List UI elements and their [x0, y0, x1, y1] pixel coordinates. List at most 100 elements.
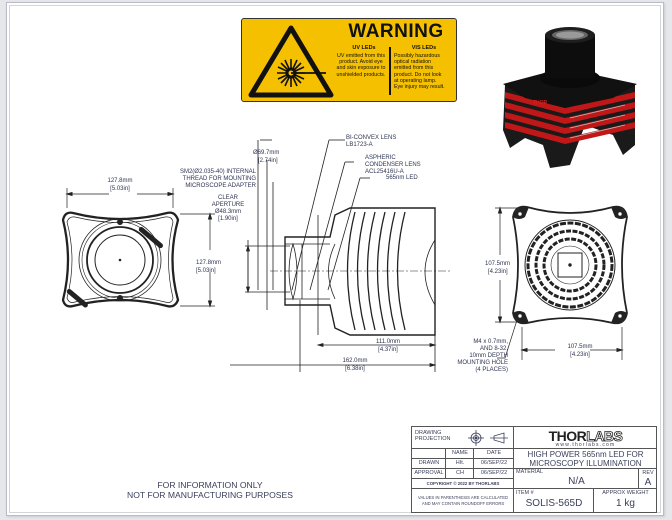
outer-diameter-mm: Ø69.7mm [253, 150, 280, 156]
copyright: COPYRIGHT © 2022 BY THORLABS [426, 481, 500, 486]
front-view-drawing [61, 188, 215, 308]
projection-cell: DRAWING PROJECTION [412, 427, 514, 449]
disclaimer-line: AND MAY CONTAIN ROUNDOFF ERRORS [421, 500, 505, 506]
callout-line: ASPHERIC [365, 155, 396, 161]
product-description: HIGH POWER 565nm LED FOR MICROSCOPY ILLU… [514, 450, 657, 468]
thorlabs-logo: THORLABS [514, 428, 657, 445]
front-width-mm: 127.8mm [107, 178, 133, 184]
description-line: HIGH POWER 565nm LED FOR [527, 450, 644, 459]
disclaimer: VALUES IN PARENTHESIS ARE CALCULATED AND… [412, 495, 514, 506]
date-header: DATE [486, 450, 502, 456]
callout-line: LB1723-A [346, 142, 373, 148]
front-height-in: [5.03in] [196, 268, 216, 274]
thread-callout: SM2(Ø2.035-40) INTERNAL THREAD FOR MOUNT… [158, 169, 256, 190]
approval-date-cell: 06/SEP/22 [474, 469, 514, 479]
mounting-hole-note: M4 x 0.7mm, AND 8-32, 10mm DEPTH MOUNTIN… [448, 339, 508, 374]
label-line: DRAWING [415, 430, 442, 436]
laser-radiation-hazard-icon [248, 25, 334, 98]
vis-text-line: product. Do not look [394, 71, 442, 78]
name-header-cell: NAME [446, 449, 474, 459]
vis-heading: VIS LEDs [411, 45, 437, 51]
vis-text-line: optical radiation [394, 59, 432, 66]
copyright-cell: COPYRIGHT © 2022 BY THORLABS [412, 479, 514, 489]
note-line: NOT FOR MANUFACTURING PURPOSES [127, 490, 293, 500]
brand-cell: THORLABS www.thorlabs.com [514, 427, 657, 449]
led-callout: 565nm LED [386, 175, 418, 181]
length2-in: [6.38in] [345, 366, 365, 372]
note-line: 10mm DEPTH [469, 353, 508, 359]
uv-text: UV emitted from this product. Avoid eye … [334, 53, 388, 78]
callout-line: THREAD FOR MOUNTING [182, 176, 256, 182]
item-cell: ITEM # SOLIS-565D [514, 489, 594, 513]
uv-text-line: unshielded products. [336, 71, 386, 78]
title-block: DRAWING PROJECTION NAME DATE DRAWN HIt. … [411, 426, 657, 513]
third-angle-projection-icon [468, 430, 508, 446]
vis-text-line: Possibly hazardous [394, 53, 440, 59]
uv-text-line: UV emitted from this [337, 53, 385, 59]
vis-text: Possibly hazardous optical radiation emi… [394, 53, 456, 90]
weight-value: 1 kg [616, 498, 635, 509]
note-line: M4 x 0.7mm, [473, 339, 508, 345]
disclaimer-line: VALUES IN PARENTHESIS ARE CALCULATED [417, 495, 509, 500]
approval-label: APPROVAL [414, 470, 444, 476]
approval-date: 06/SEP/22 [480, 470, 508, 476]
drawn-label: DRAWN [418, 460, 440, 466]
callout-line: SM2(Ø2.035-40) INTERNAL [179, 169, 256, 175]
blank-header-cell [412, 449, 446, 459]
back-height-in: [4.23in] [488, 269, 508, 275]
weight-cell: APPROX WEIGHT 1 kg [594, 489, 657, 513]
name-header: NAME [452, 450, 468, 456]
callout-line: APERTURE [211, 202, 245, 208]
projection-label: DRAWING PROJECTION [415, 430, 450, 442]
callout-line: ACL25416U-A [365, 169, 404, 175]
drawn-date: 06/SEP/22 [480, 460, 508, 466]
approval-name-cell: CH [446, 469, 474, 479]
svg-text:THOR: THOR [533, 100, 548, 106]
biconvex-lens-callout: BI-CONVEX LENS LB1723-A [346, 135, 396, 149]
warning-label: WARNING UV LEDs UV emitted from this pro… [241, 18, 457, 102]
approval-label-cell: APPROVAL [412, 469, 446, 479]
item-value: SOLIS-565D [525, 498, 583, 509]
drawn-label-cell: DRAWN [412, 459, 446, 469]
back-height-mm: 107.5mm [485, 261, 511, 267]
length1-mm: 111.0mm [375, 339, 401, 345]
description-line: MICROSCOPY ILLUMINATION [529, 459, 642, 468]
note-line: AND 8-32, [479, 346, 508, 352]
drawn-name: HIt. [455, 460, 465, 466]
drawing-border [9, 5, 661, 513]
vis-text-line: Eye injury may result. [394, 84, 445, 91]
information-only-note: FOR INFORMATION ONLY NOT FOR MANUFACTURI… [105, 480, 315, 500]
length1-in: [4.37in] [378, 347, 398, 353]
uv-text-line: and skin exposure to [336, 65, 386, 72]
vis-text-line: at operating lamp. [394, 77, 437, 84]
description-cell: HIGH POWER 565nm LED FOR MICROSCOPY ILLU… [514, 449, 657, 469]
back-width-mm: 107.5mm [567, 344, 593, 350]
note-line: MOUNTING HOLE [457, 360, 508, 366]
callout-line: CONDENSER LENS [365, 162, 421, 168]
front-height-mm: 127.8mm [196, 260, 222, 266]
material-value: N/A [568, 476, 585, 487]
disclaimer-cell: VALUES IN PARENTHESIS ARE CALCULATED AND… [412, 489, 514, 513]
label-line: PROJECTION [415, 436, 451, 442]
rev-cell: REV A [639, 469, 657, 489]
side-view-drawing [230, 139, 452, 372]
warning-divider [389, 47, 391, 95]
logo-thor: THOR [548, 428, 587, 444]
website: www.thorlabs.com [555, 442, 616, 448]
callout-line: [1.90in] [218, 216, 238, 222]
callout-line: BI-CONVEX LENS [346, 135, 397, 141]
length2-mm: 162.0mm [342, 358, 368, 364]
back-width-in: [4.23in] [570, 352, 590, 358]
product-3d-render: THOR [503, 27, 637, 168]
drawn-name-cell: HIt. [446, 459, 474, 469]
date-header-cell: DATE [474, 449, 514, 459]
callout-line: CLEAR [217, 195, 238, 201]
callout-line: MICROSCOPE ADAPTER [185, 183, 256, 189]
logo-labs: LABS [586, 428, 623, 445]
back-view-drawing [495, 205, 628, 360]
note-line: FOR INFORMATION ONLY [157, 480, 263, 490]
callout-line: Ø48.3mm [214, 209, 242, 215]
front-width-in: [5.03in] [110, 186, 130, 192]
uv-heading: UV LEDs [352, 45, 376, 51]
clear-aperture-callout: CLEAR APERTURE Ø48.3mm [1.90in] [203, 195, 253, 223]
